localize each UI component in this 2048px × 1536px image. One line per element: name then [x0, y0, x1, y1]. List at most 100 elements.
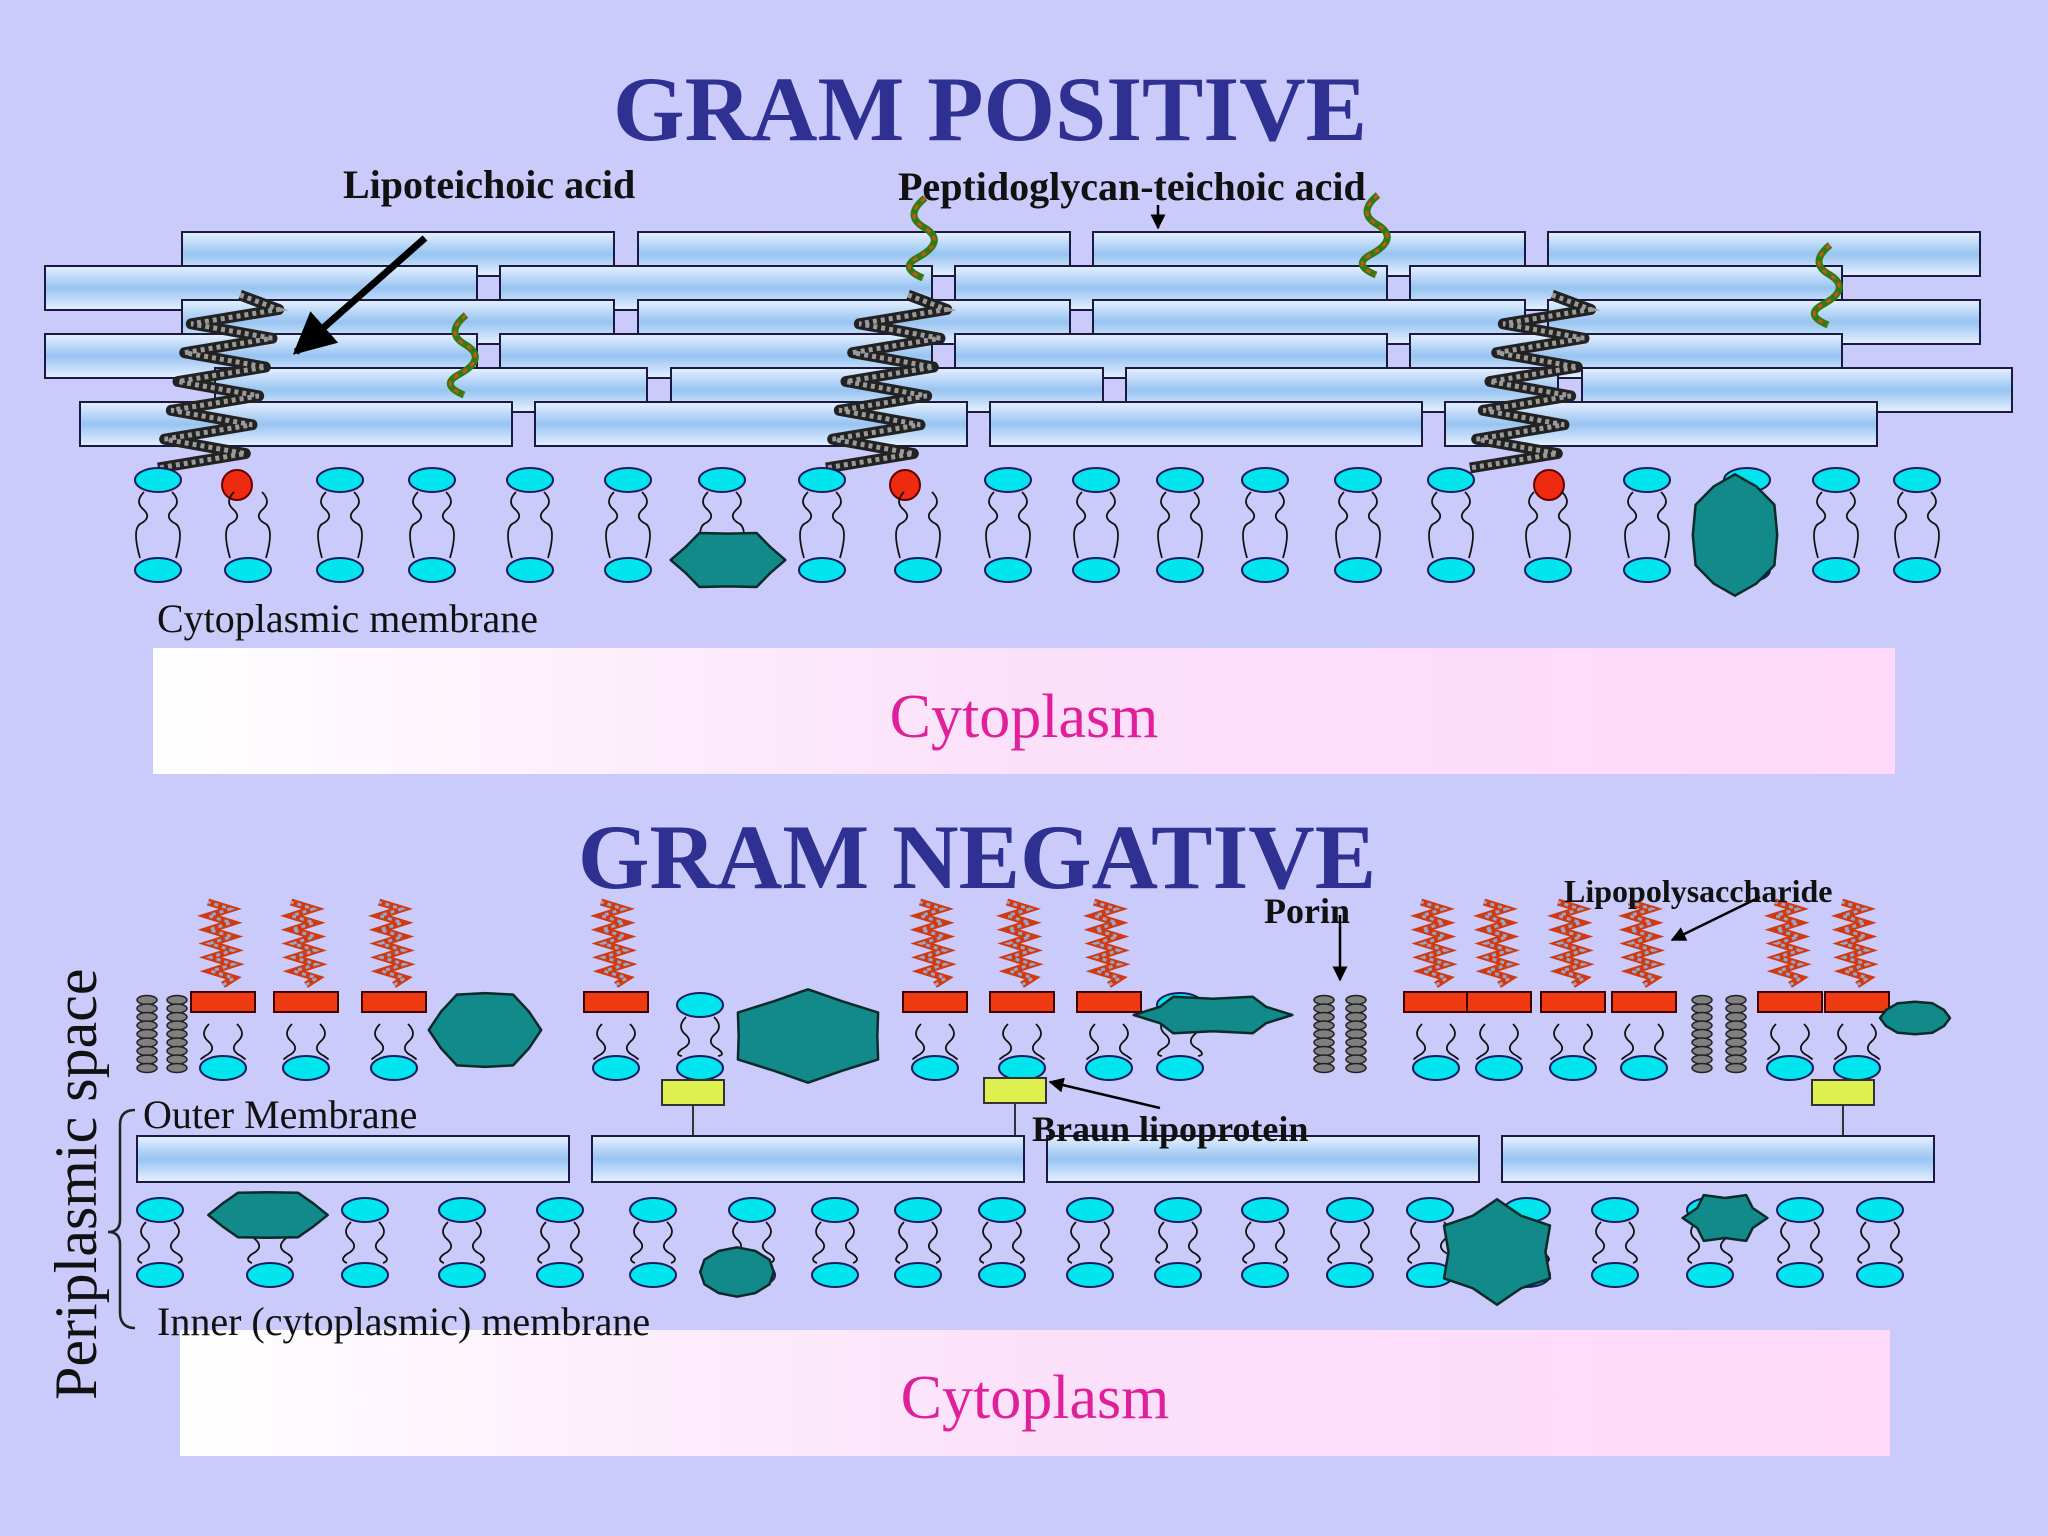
teichoic-strand-pattern	[448, 313, 477, 397]
porin-ring	[166, 1020, 188, 1031]
gn-outer-membrane-proteins	[427, 988, 1952, 1084]
porin-ring	[1313, 994, 1335, 1006]
porin-ring	[1313, 1062, 1335, 1074]
phospholipid	[1326, 1197, 1374, 1288]
gn-outer-membrane	[199, 992, 1881, 1081]
lipid-head	[676, 992, 724, 1018]
porin-channels	[136, 994, 1747, 1074]
phospholipid	[604, 467, 652, 583]
lipid-head	[316, 467, 364, 493]
phospholipid	[136, 1197, 184, 1288]
porin-ring	[166, 1028, 188, 1040]
phospholipid	[370, 1023, 418, 1081]
lipid-tail	[1557, 491, 1571, 559]
lipid-head	[676, 1055, 724, 1081]
phospholipid	[1833, 1023, 1881, 1081]
lipid-tail	[1413, 1023, 1427, 1060]
lipid-tail	[799, 491, 813, 559]
lipid-head	[1156, 1055, 1204, 1081]
braun-arrow	[1048, 1077, 1161, 1110]
lipid-tail	[403, 1023, 417, 1060]
lipid-head	[1241, 467, 1289, 493]
lipid-tail	[1067, 1221, 1081, 1264]
porin-ring	[1691, 1028, 1713, 1040]
lipid-head	[798, 467, 846, 493]
lipid-tail	[1073, 491, 1087, 559]
membrane-protein	[427, 991, 543, 1069]
lipid-head	[1406, 1197, 1454, 1223]
lipid-tail	[1687, 1221, 1701, 1264]
teichoic-strand-pattern	[907, 196, 936, 280]
phospholipid	[1427, 467, 1475, 583]
braun-label: Braun lipoprotein	[1032, 1109, 1308, 1149]
phospholipid	[629, 1197, 677, 1288]
lipid-head	[438, 1262, 486, 1288]
lipid-head	[811, 1197, 859, 1223]
lipid-tail	[812, 1221, 826, 1264]
lipid-tail	[1592, 1221, 1606, 1264]
lipid-head	[629, 1197, 677, 1223]
lipid-tail	[1894, 491, 1908, 559]
lps-arrow	[1670, 895, 1761, 942]
porin-ring	[1725, 1045, 1747, 1057]
lipid-head	[536, 1262, 584, 1288]
phospholipid	[1549, 1023, 1597, 1081]
lipid-tail	[1845, 491, 1859, 559]
lipid-head	[1686, 1262, 1734, 1288]
lipid-head	[1591, 1197, 1639, 1223]
lipid-tail	[895, 491, 909, 559]
phospholipid	[1623, 467, 1671, 583]
lipid-head	[282, 1055, 330, 1081]
porin-ring	[1345, 1028, 1367, 1040]
phospholipid	[438, 1197, 486, 1288]
phospholipid	[894, 491, 942, 583]
phospholipid	[1156, 467, 1204, 583]
lipid-head	[1623, 557, 1671, 583]
periplasmic-label: Periplasmic space	[43, 968, 109, 1400]
porin-ring	[1345, 1062, 1367, 1074]
lipid-tail	[1656, 491, 1670, 559]
porin-ring	[1345, 1003, 1367, 1014]
lipid-tail	[1155, 1221, 1169, 1264]
peptidoglycan-tube	[989, 401, 1423, 447]
lipid-tail	[927, 1221, 941, 1264]
porin-ring	[136, 1062, 158, 1074]
porin-ring	[1313, 1054, 1335, 1065]
lipid-tail	[1476, 1023, 1490, 1060]
peptidoglycan-tube	[1046, 1135, 1480, 1183]
lipid-tail	[507, 491, 521, 559]
lipid-tail	[1889, 1221, 1903, 1264]
peptidoglycan-tube	[1501, 1135, 1935, 1183]
phospholipid	[1856, 1197, 1904, 1288]
lipid-head	[341, 1197, 389, 1223]
lipid-tail	[1242, 491, 1256, 559]
porin-ring	[1725, 1020, 1747, 1031]
lipid-head	[1591, 1262, 1639, 1288]
lipid-head	[1412, 1055, 1460, 1081]
lipid-tail	[232, 1023, 246, 1060]
lipid-head	[984, 557, 1032, 583]
lipid-tail	[1799, 1023, 1813, 1060]
porin-ring	[166, 1011, 188, 1023]
lipid-head	[1812, 467, 1860, 493]
lipid-tail	[1359, 1221, 1373, 1264]
braun-block	[983, 1077, 1047, 1104]
lps-chain-pattern	[1624, 900, 1660, 987]
lipid-head	[1776, 1262, 1824, 1288]
lipid-tail	[1242, 1221, 1256, 1264]
lipid-tail	[1926, 491, 1940, 559]
lipid-tail	[349, 491, 363, 559]
braun-lipoproteins	[661, 1077, 1875, 1136]
phospholipid	[1766, 1023, 1814, 1081]
lipid-tail	[637, 491, 651, 559]
lipoteichoic-chain-pattern	[157, 292, 289, 471]
phospholipid	[676, 992, 724, 1081]
porin-ring	[136, 1054, 158, 1065]
lipid-tail	[1813, 491, 1827, 559]
lipid-head	[998, 1055, 1046, 1081]
lipid-tail	[537, 1221, 551, 1264]
lipid-head	[604, 557, 652, 583]
braun-block	[661, 1079, 725, 1106]
gp-membrane-proteins	[669, 473, 1779, 597]
membrane-protein	[1442, 1198, 1552, 1306]
